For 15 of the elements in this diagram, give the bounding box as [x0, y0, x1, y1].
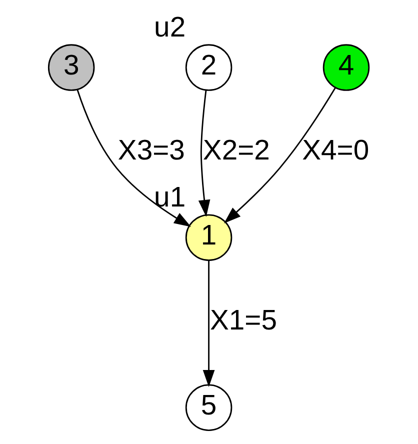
node-circle: 4	[322, 44, 370, 91]
node-circle: 1	[184, 214, 232, 261]
arrow	[223, 87, 336, 224]
edge-label: X4=0	[302, 134, 369, 167]
node-label: u2	[154, 11, 186, 44]
edge-label: X3=3	[117, 134, 184, 167]
node-circle: 5	[184, 384, 232, 431]
node-label: u1	[154, 181, 186, 214]
edge-label: X1=5	[210, 304, 276, 337]
node-circle: 2	[184, 44, 232, 91]
edge-label: X2=2	[202, 134, 270, 167]
arrow	[76, 89, 191, 227]
arrow	[202, 260, 214, 388]
arrow	[198, 90, 210, 217]
node-circle: 3	[47, 44, 94, 91]
